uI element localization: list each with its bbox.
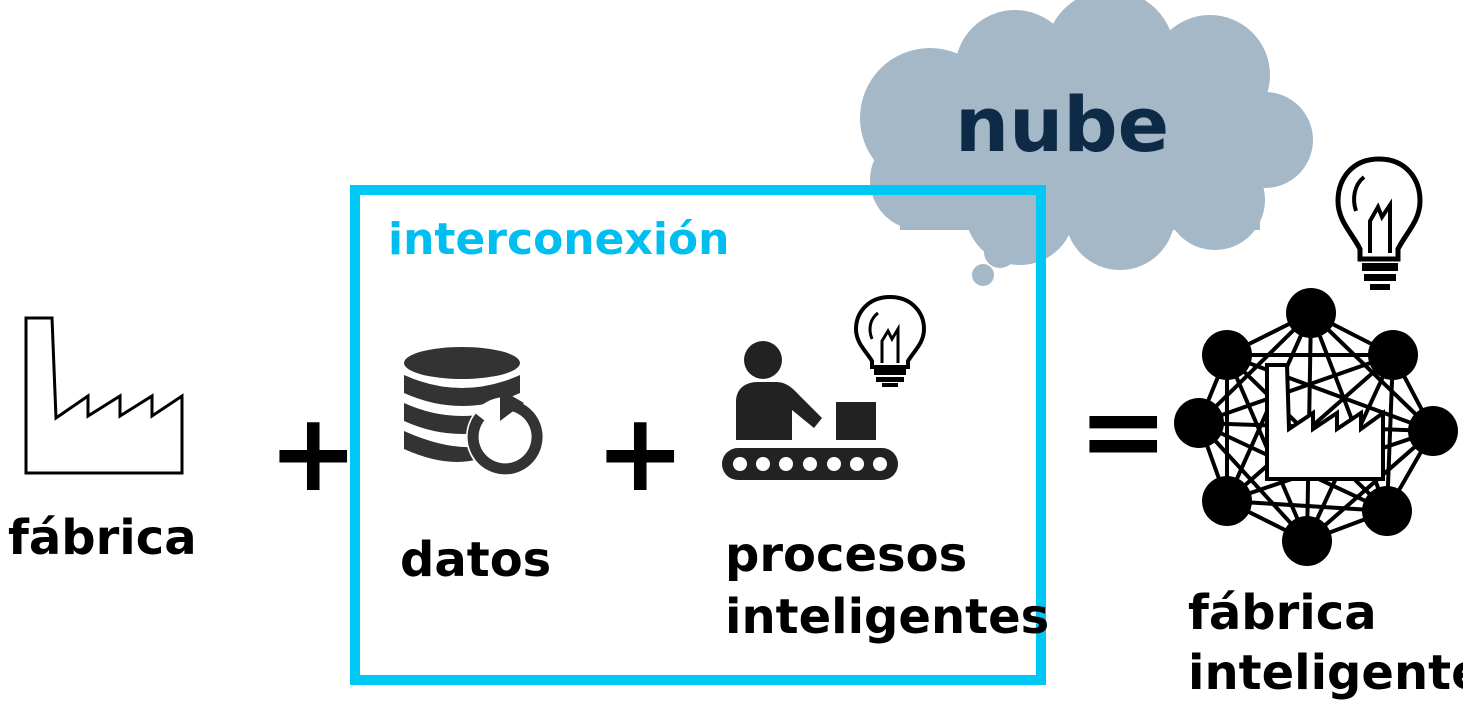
processes-label-line1: procesos	[725, 527, 968, 583]
data-label: datos	[400, 532, 552, 588]
equals-operator: =	[1078, 369, 1169, 494]
plus-operator-1: +	[268, 391, 359, 516]
factory-label: fábrica	[8, 510, 197, 566]
database-refresh-icon	[404, 347, 546, 477]
processes-label-line2: inteligentes	[725, 589, 1050, 645]
smart-factory-label-line2: inteligente	[1188, 645, 1463, 701]
conveyor-worker-icon	[722, 341, 898, 480]
interconnection-frame	[350, 185, 1046, 685]
cloud-label: nube	[955, 80, 1170, 169]
smart-factory-label-line1: fábrica	[1188, 585, 1377, 641]
factory-outline-icon	[24, 316, 184, 475]
lightbulb-icon	[853, 294, 927, 387]
network-factory-icon	[1174, 288, 1458, 566]
plus-operator-2: +	[595, 391, 686, 516]
lightbulb-icon	[1335, 156, 1423, 290]
interconnection-title: interconexión	[388, 214, 730, 265]
